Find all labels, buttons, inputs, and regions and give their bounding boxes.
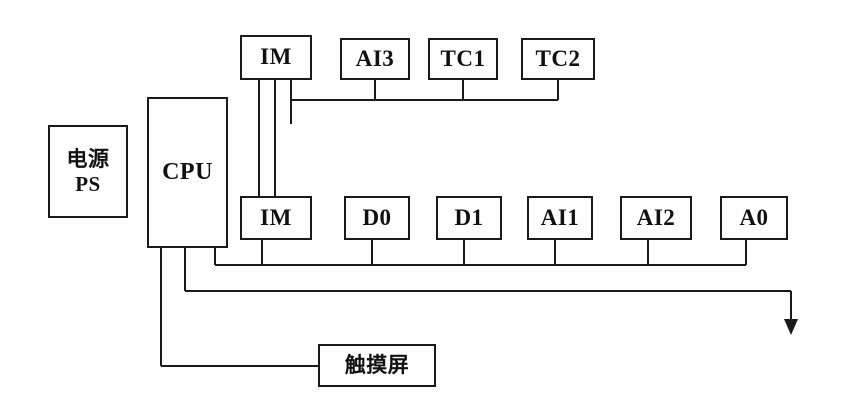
tc1-label: TC1 [440,45,486,71]
im-top-label: IM [260,44,292,70]
tc2-box: TC2 [521,38,595,80]
cpu-label: CPU [162,158,213,185]
im-top-box: IM [240,35,312,80]
power-supply-box: 电源 PS [48,125,128,218]
down-arrow-icon [784,319,798,335]
d0-label: D0 [362,204,392,230]
a0-box: A0 [720,196,788,240]
im-bottom-label: IM [260,204,292,230]
tc1-box: TC1 [428,38,498,80]
cpu-box: CPU [147,97,228,248]
touchscreen-box: 触摸屏 [318,344,436,387]
touchscreen-label: 触摸屏 [344,353,410,378]
ai2-box: AI2 [620,196,692,240]
ai3-box: AI3 [340,38,410,80]
ai1-label: AI1 [540,204,580,230]
im-bottom-box: IM [240,196,312,240]
d1-label: D1 [454,204,484,230]
ai2-label: AI2 [636,204,676,230]
d0-box: D0 [344,196,410,240]
power-supply-label-en: PS [75,171,101,196]
ai3-label: AI3 [355,45,395,71]
power-supply-label-cn: 电源 [66,147,110,172]
d1-box: D1 [436,196,502,240]
a0-label: A0 [739,204,769,230]
tc2-label: TC2 [535,45,581,71]
ai1-box: AI1 [527,196,593,240]
